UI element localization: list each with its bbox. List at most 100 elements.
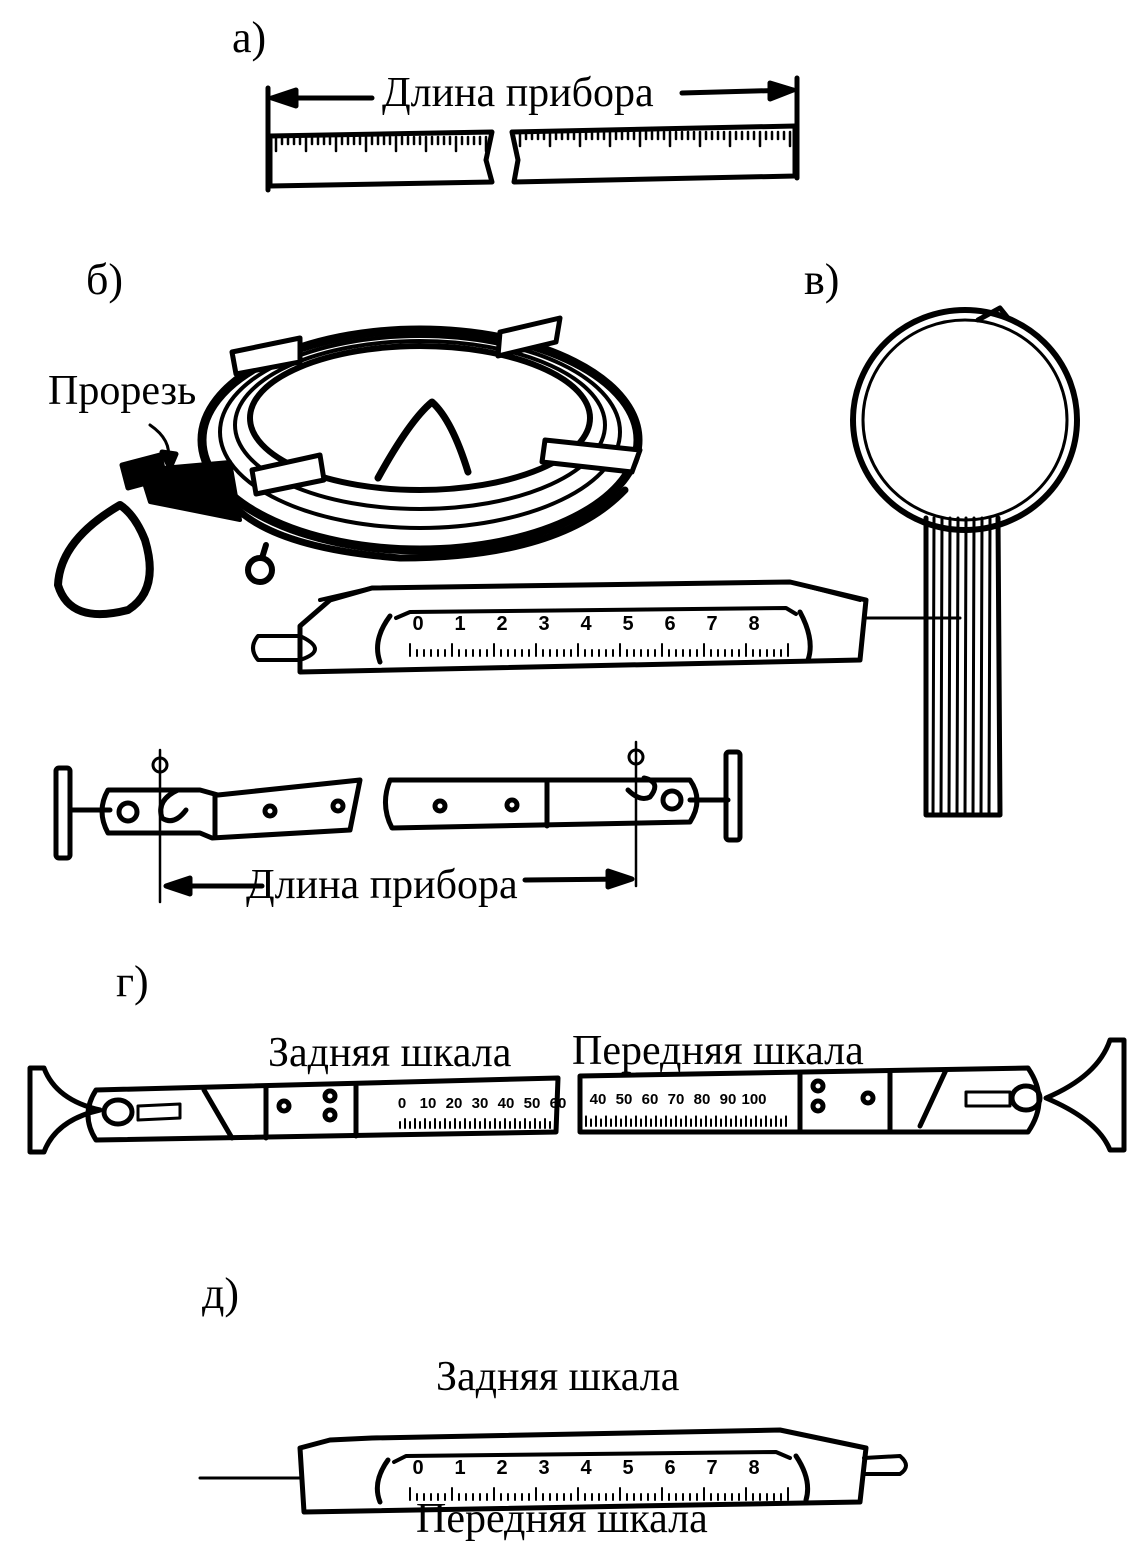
chain-b-left-link: [99, 777, 363, 841]
loop-v-inner-ring: [861, 318, 1069, 522]
bar-d-front-ticks: [409, 1487, 789, 1501]
reel-bracket-3: [539, 437, 643, 475]
bar-d-front-numbers: 0 1 2 3 4 5 6 7 8: [412, 1457, 759, 1479]
chain-g-right-hole-3: [860, 1090, 876, 1106]
scale-number: 8: [748, 1457, 759, 1479]
scale-number: 0: [398, 1095, 406, 1112]
scale-number: 1: [454, 613, 465, 635]
scale-number: 3: [538, 613, 549, 635]
scale-number: 3: [538, 1457, 549, 1479]
slot-label: Прорезь: [48, 368, 197, 414]
scale-number: 8: [748, 613, 759, 635]
bar-d-rear-top-edge: [318, 580, 862, 602]
reel-handle-loop: [374, 398, 472, 482]
chain-g-left-eye: [101, 1097, 135, 1127]
bar-d-front: 0 1 2 3 4 5 6 7 8: [198, 1427, 908, 1515]
reel-crank-stem: [259, 542, 269, 561]
length-label-b: Длина прибора: [246, 862, 518, 908]
chain-b-right-link: [383, 777, 700, 831]
scale-number: 80: [694, 1091, 711, 1108]
chain-g-right-slot: [917, 1067, 949, 1129]
reel-inner-rim: [247, 343, 593, 493]
chain-b-left-hole-2: [330, 798, 346, 814]
chain-b-left-bar: [53, 765, 73, 861]
chain-b-arrow-right: [605, 868, 635, 890]
reel-outer-rim: [197, 325, 643, 555]
scale-number: 10: [420, 1095, 437, 1112]
panel-label-g: г): [116, 957, 149, 1006]
loop-v-strip: [923, 515, 1003, 818]
scale-number: 50: [616, 1091, 633, 1108]
slot-pointer-arrow: [159, 449, 179, 471]
chain-b-arrow-left: [163, 875, 193, 897]
chain-b-left-axis-mark: [151, 756, 169, 774]
chain-b: [53, 740, 743, 904]
scale-number: 2: [496, 613, 507, 635]
front-scale-label-g: Передняя шкала: [572, 1028, 864, 1074]
tape-strand: [979, 516, 984, 818]
bar-d-rear-ring: [251, 634, 317, 662]
scale-number: 6: [664, 1457, 675, 1479]
chain-g-left-hole-1: [276, 1098, 292, 1114]
bar-d-front-window-sides: [374, 1453, 811, 1505]
scale-number: 0: [412, 1457, 423, 1479]
tape-strand: [955, 516, 960, 818]
ruler-a: [265, 75, 800, 193]
reel-winding-1: [218, 334, 622, 530]
rear-scale-label-d: Задняя шкала: [436, 1354, 680, 1400]
scale-number: 6: [664, 613, 675, 635]
chain-b-right-eye: [660, 788, 684, 812]
tape-strand: [939, 516, 944, 818]
tape-end-clip: [119, 452, 168, 491]
scale-number: 5: [622, 613, 633, 635]
chain-b-left-hook: [158, 787, 189, 824]
tape-strand: [971, 516, 976, 818]
bar-d-rear-numbers: 0 1 2 3 4 5 6 7 8: [412, 613, 759, 635]
scale-number: 1: [454, 1457, 465, 1479]
ruler-a-arrow-left: [269, 87, 299, 109]
scale-number: 50: [524, 1095, 541, 1112]
bar-d-rear-window-top: [394, 606, 798, 620]
scale-number: 7: [706, 613, 717, 635]
reel-bracket-4: [249, 452, 327, 497]
bar-d-front-window-top: [392, 1450, 792, 1464]
chain-b-right-axis-mark: [627, 748, 645, 766]
bar-d-rear-window-sides: [375, 609, 813, 665]
front-scale-label-d: Передняя шкала: [416, 1496, 708, 1542]
chain-g-left-body: [85, 1075, 561, 1143]
reel-bracket-2: [495, 315, 563, 359]
ruler-a-left-piece: [267, 129, 495, 189]
loop-v: [850, 305, 1080, 818]
reel-winding-2: [233, 339, 607, 511]
chain-g-right-handle: [1043, 1037, 1127, 1153]
length-label-a: Длина прибора: [382, 70, 654, 116]
scale-number: 90: [720, 1091, 737, 1108]
scale-number: 30: [472, 1095, 489, 1112]
chain-g-left-pin: [136, 1102, 182, 1122]
tape-end-ring: [54, 501, 154, 619]
scale-number: 100: [741, 1091, 766, 1108]
scale-number: 60: [642, 1091, 659, 1108]
reel-crank-knob: [245, 555, 275, 585]
bar-d-rear-ticks: [409, 643, 789, 657]
tape-strand: [987, 516, 992, 818]
scale-number: 5: [622, 1457, 633, 1479]
scale-number: 7: [706, 1457, 717, 1479]
loop-v-strands: [931, 516, 992, 818]
ruler-a-ticks: [274, 130, 792, 153]
scale-number: 4: [580, 613, 592, 635]
scale-number: 2: [496, 1457, 507, 1479]
scale-number: 40: [590, 1091, 607, 1108]
panel-label-b: б): [86, 255, 124, 304]
scale-number: 60: [550, 1095, 567, 1112]
scale-number: 4: [580, 1457, 592, 1479]
rear-scale-label-g: Задняя шкала: [268, 1030, 512, 1076]
chain-g-left-hole-3: [322, 1107, 338, 1123]
panel-label-d: д): [202, 1269, 240, 1318]
chain-g-right-eye: [1009, 1083, 1043, 1113]
scale-number: 0: [412, 613, 423, 635]
ruler-a-right-piece: [509, 123, 798, 185]
